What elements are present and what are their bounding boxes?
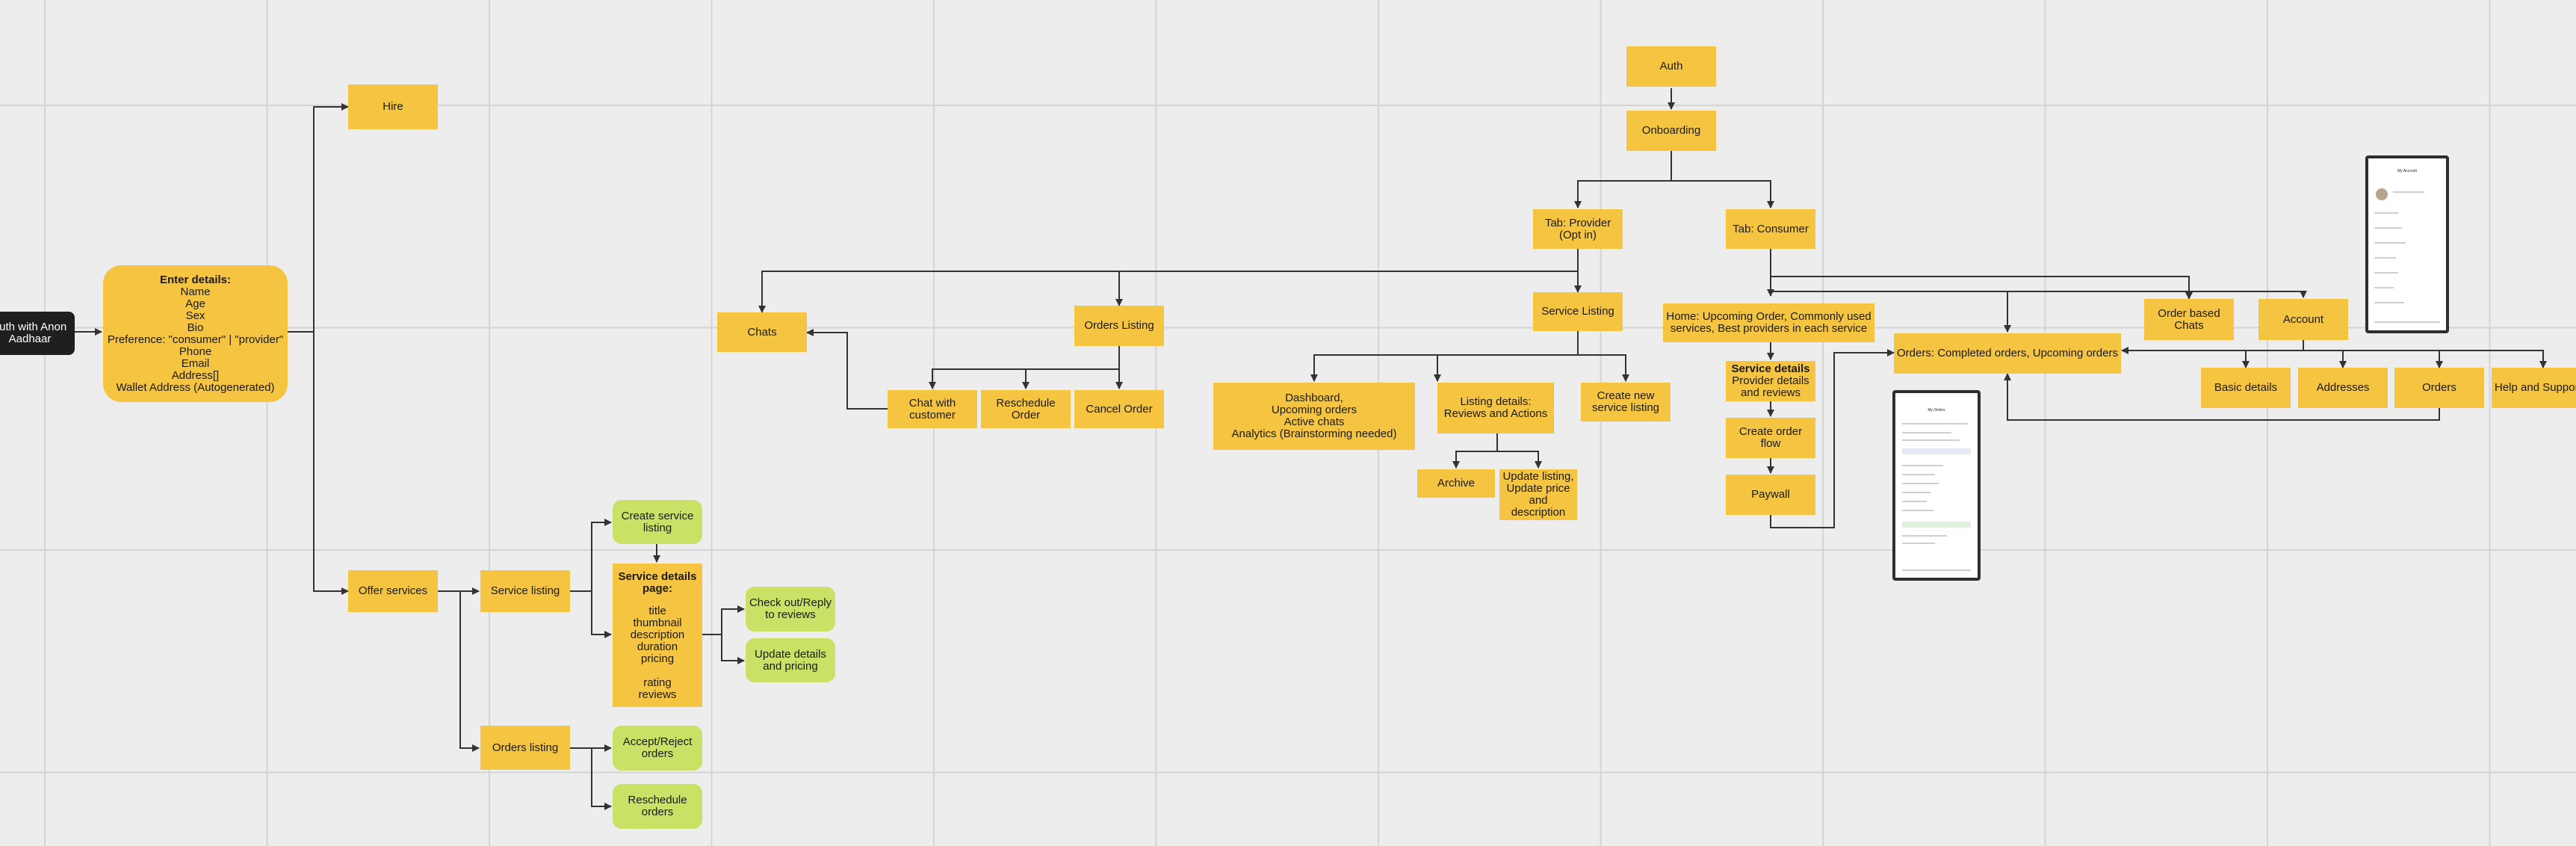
auth-anon-aadhaar-node[interactable]: auth with Anon Aadhaar [0, 312, 75, 355]
hire-node[interactable]: Hire [348, 84, 438, 129]
update-listing-node[interactable]: Update listing, Update price and descrip… [1499, 469, 1577, 520]
avatar [2376, 188, 2388, 200]
orders-listing-node[interactable]: Orders Listing [1074, 306, 1164, 346]
create-new-service-listing-node[interactable]: Create new service listing [1581, 383, 1671, 422]
auth-node[interactable]: Auth [1626, 46, 1716, 87]
check-out-reply-reviews-node[interactable]: Check out/Reply to reviews [746, 587, 835, 632]
create-service-listing-node[interactable]: Create service listing [613, 500, 702, 544]
help-support-node[interactable]: Help and Support [2492, 368, 2576, 408]
orders-screen-thumbnail: My Orders [1892, 390, 1981, 581]
orders-screen-title: My Orders [1928, 408, 1945, 413]
tab-consumer-node[interactable]: Tab: Consumer [1726, 209, 1815, 249]
orders-listing-left-node[interactable]: Orders listing [480, 726, 570, 770]
basic-details-node[interactable]: Basic details [2201, 368, 2291, 408]
chat-with-customer-node[interactable]: Chat with customer [888, 390, 977, 428]
onboarding-node[interactable]: Onboarding [1626, 111, 1716, 151]
create-order-flow-node[interactable]: Create order flow [1726, 418, 1815, 458]
accept-reject-orders-node[interactable]: Accept/Reject orders [613, 726, 702, 771]
addresses-node[interactable]: Addresses [2298, 368, 2388, 408]
home-node[interactable]: Home: Upcoming Order, Commonly used serv… [1663, 303, 1874, 342]
service-details-page-node[interactable]: Service details page: title thumbnail de… [613, 564, 702, 707]
service-details-page-title: Service details page: [618, 570, 697, 595]
enter-details-fields: Name Age Sex Bio Preference: "consumer" … [107, 285, 284, 394]
account-screen-thumbnail: My Account [2365, 155, 2449, 333]
service-details-consumer-sub: Provider details and reviews [1732, 374, 1809, 399]
reschedule-order-node[interactable]: Reschedule Order [981, 390, 1071, 428]
orders-completed-upcoming-node[interactable]: Orders: Completed orders, Upcoming order… [1894, 333, 2121, 374]
enter-details-node[interactable]: Enter details: Name Age Sex Bio Preferen… [103, 265, 288, 402]
order-based-chats-node[interactable]: Order based Chats [2144, 299, 2234, 340]
service-details-consumer-title: Service details [1731, 362, 1810, 375]
enter-details-title: Enter details: [159, 273, 232, 286]
tab-provider-node[interactable]: Tab: Provider (Opt in) [1533, 209, 1623, 249]
reschedule-orders-node[interactable]: Reschedule orders [613, 784, 702, 829]
paywall-node[interactable]: Paywall [1726, 475, 1815, 515]
orders-node[interactable]: Orders [2394, 368, 2484, 408]
service-details-page-fields: title thumbnail description duration pri… [630, 605, 685, 701]
service-listing-node[interactable]: Service Listing [1533, 292, 1623, 331]
archive-node[interactable]: Archive [1417, 469, 1495, 498]
update-details-pricing-node[interactable]: Update details and pricing [746, 638, 835, 682]
service-listing-left-node[interactable]: Service listing [480, 570, 570, 612]
dashboard-node[interactable]: Dashboard, Upcoming orders Active chats … [1213, 383, 1415, 450]
cancel-order-node[interactable]: Cancel Order [1074, 390, 1164, 428]
listing-details-node[interactable]: Listing details: Reviews and Actions [1437, 383, 1554, 433]
offer-services-node[interactable]: Offer services [348, 570, 438, 612]
chats-node[interactable]: Chats [717, 312, 807, 352]
account-node[interactable]: Account [2258, 299, 2348, 340]
service-details-consumer-node[interactable]: Service details Provider details and rev… [1726, 361, 1815, 401]
account-screen-title: My Account [2397, 169, 2417, 173]
